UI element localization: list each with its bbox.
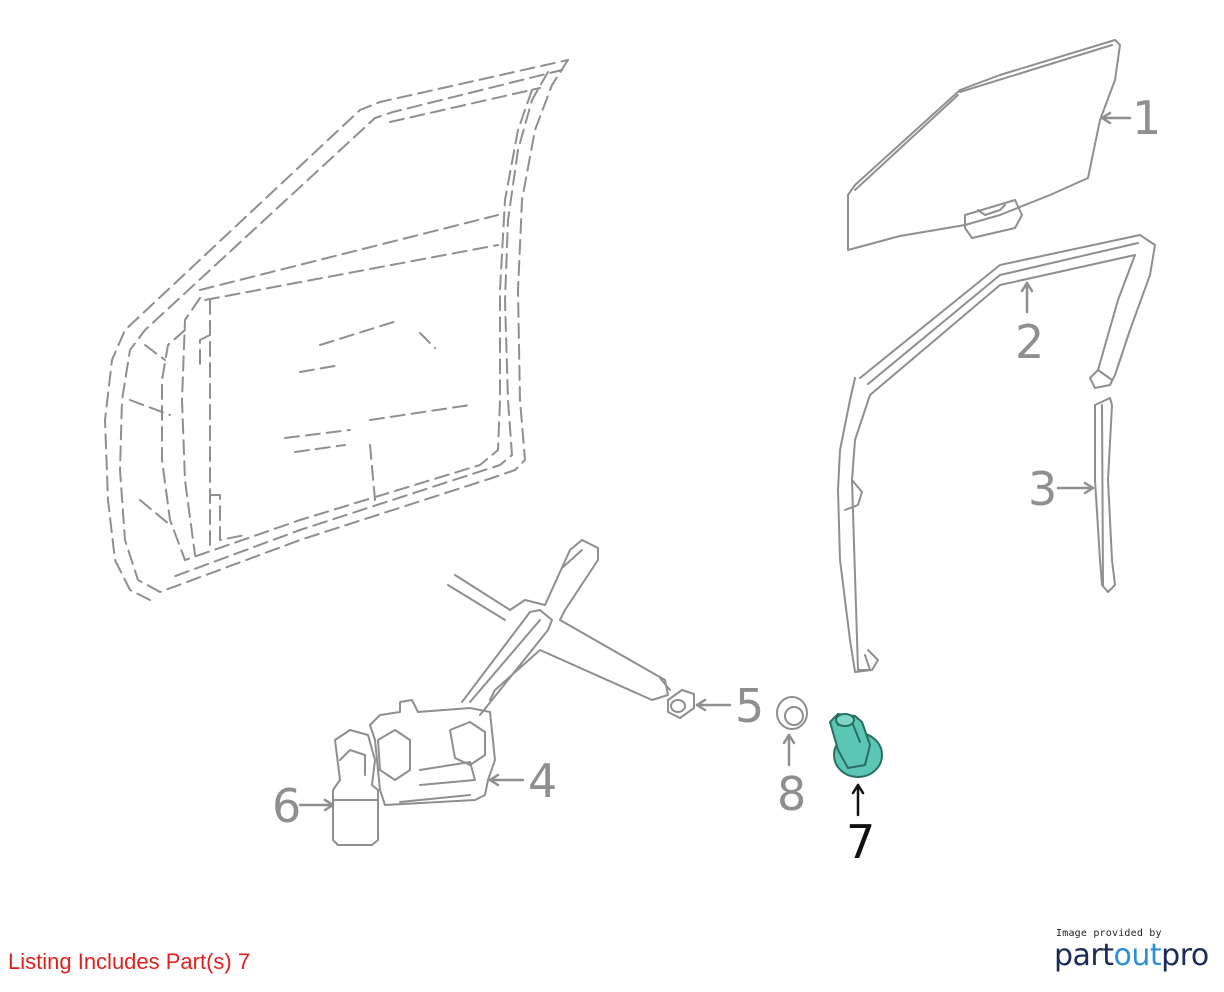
part-5-roller[interactable] [667,689,695,719]
part-2-run-channel[interactable] [837,234,1156,673]
door-outline [104,59,569,601]
part-3-rear-channel-strip[interactable] [1094,397,1116,593]
partoutpro-logo: Image provided by partoutpro [1054,928,1214,971]
part-8-grommet[interactable] [776,696,808,730]
callout-7: 7 [846,815,875,869]
callout-2: 2 [1015,315,1044,369]
part-6-window-motor[interactable] [332,729,379,846]
callout-4: 4 [528,754,557,808]
part-1-door-glass[interactable] [847,39,1121,251]
callout-6: 6 [272,779,301,833]
brand-name-part1: part [1054,938,1114,973]
brand-name-part2: out [1113,938,1162,973]
part-4-window-regulator[interactable] [369,539,671,806]
listing-includes-text: Listing Includes Part(s) 7 [8,949,251,974]
callout-8: 8 [777,767,806,821]
brand-name-part3: pro [1161,938,1209,973]
part-7-highlighted-clip[interactable] [829,713,883,778]
callout-1: 1 [1132,91,1161,145]
callout-3: 3 [1028,462,1057,516]
brand-caption: Image provided by [1056,928,1162,939]
leader-arrows [298,111,1132,817]
brand-name: partoutpro [1054,941,1214,971]
callout-5: 5 [735,679,764,733]
